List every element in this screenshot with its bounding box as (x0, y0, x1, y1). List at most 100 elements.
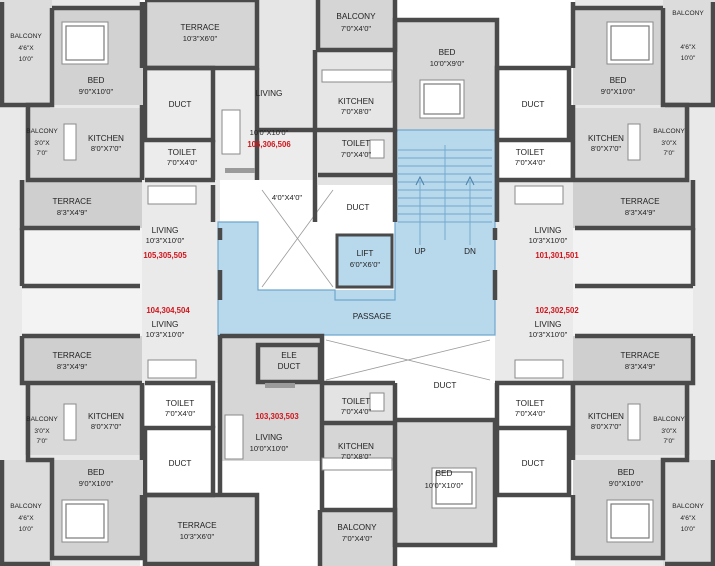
living-bottom-dim: 10'0"X10'0" (250, 444, 289, 453)
balcony-top-center-name: BALCONY (336, 12, 376, 21)
duct-center-name: DUCT (434, 381, 457, 390)
labels-top: TERRACE 10'3"X6'0" BALCONY 7'0"X4'0" BED… (10, 10, 704, 217)
core-outline (217, 129, 496, 381)
balcony-bottom-right-dim2: 10'0" (681, 526, 696, 533)
terrace-r-bottom-name: TERRACE (620, 351, 660, 360)
unit-103-label: 103,303,503 (255, 412, 299, 421)
unit-105-label: 105,305,505 (143, 251, 187, 260)
terrace-l-top-name: TERRACE (52, 197, 92, 206)
bed-bottom-left-dim: 9'0"X10'0" (79, 479, 114, 488)
kitchen-l-bottom-name: KITCHEN (88, 412, 124, 421)
living-l-top-name: LIVING (152, 226, 179, 235)
terrace-bottom-dim: 10'3"X6'0" (180, 532, 215, 541)
kitchen-top-center-name: KITCHEN (338, 97, 374, 106)
passage-label: PASSAGE (353, 312, 392, 321)
bed-bottom-right-dim: 9'0"X10'0" (609, 479, 644, 488)
kitchen-l-top-dim: 8'0"X7'0" (91, 144, 122, 153)
furniture (61, 21, 654, 543)
toilet-tr-name: TOILET (516, 148, 545, 157)
balcony-mr-top-dim2: 7'0" (664, 150, 676, 157)
kitchen-r-top-name: KITCHEN (588, 134, 624, 143)
toilet-bottom-center-name: TOILET (342, 397, 371, 406)
toilet-tl-name: TOILET (168, 148, 197, 157)
terrace-l-bottom-dim: 8'3"X4'9" (57, 362, 88, 371)
balcony-mr-top-name: BALCONY (653, 128, 685, 135)
balcony-top-center-dim: 7'0"X4'0" (341, 24, 372, 33)
lift-name: LIFT (357, 249, 374, 258)
living-r-bottom-name: LIVING (535, 320, 562, 329)
balcony-bottom-left-dim1: 4'6"X (18, 515, 34, 522)
bed-bottom-center-name: BED (436, 469, 453, 478)
bed-bottom-left-name: BED (88, 468, 105, 477)
labels-bottom: TERRACE 8'3"X4'9" TERRACE 8'3"X4'9" ELE … (10, 351, 704, 543)
unit-102-label: 102,302,502 (535, 306, 579, 315)
balcony-ml-bottom-dim2: 7'0" (37, 438, 49, 445)
living-l-top-dim: 10'3"X10'0" (146, 236, 185, 245)
bed-bottom-right-name: BED (618, 468, 635, 477)
living-top-name: LIVING (256, 89, 283, 98)
balcony-top-right-name: BALCONY (672, 10, 704, 17)
balcony-bottom-center-name: BALCONY (337, 523, 377, 532)
balcony-bottom-center-dim: 7'0"X4'0" (342, 534, 373, 543)
kitchen-l-top-name: KITCHEN (88, 134, 124, 143)
balcony-ml-top-dim1: 3'0"X (34, 140, 50, 147)
unit-104-label: 104,304,504 (146, 306, 190, 315)
toilet-bl-dim: 7'0"X4'0" (165, 409, 196, 418)
living-l-bottom-dim: 10'3"X10'0" (146, 330, 185, 339)
toilet-tl-dim: 7'0"X4'0" (167, 158, 198, 167)
balcony-mr-bottom-dim1: 3'0"X (661, 428, 677, 435)
duct-tr-name: DUCT (522, 100, 545, 109)
kitchen-l-bottom-dim: 8'0"X7'0" (91, 422, 122, 431)
balcony-top-right-dim1: 4'6"X (680, 44, 696, 51)
terrace-l-top-dim: 8'3"X4'9" (57, 208, 88, 217)
terrace-l-bottom-name: TERRACE (52, 351, 92, 360)
duct-tl-name: DUCT (169, 100, 192, 109)
labels-middle: LIVING 10'3"X10'0" 105,305,505 LIVING 10… (143, 226, 579, 339)
toilet-top-center-name: TOILET (342, 139, 371, 148)
bed-top-left-dim: 9'0"X10'0" (79, 87, 114, 96)
living-r-bottom-dim: 10'3"X10'0" (529, 330, 568, 339)
balcony-ml-top-name: BALCONY (26, 128, 58, 135)
bed-top-right-dim: 9'0"X10'0" (601, 87, 636, 96)
living-top-dim: 10'0"X10'0" (250, 128, 289, 137)
terrace-r-top-dim: 8'3"X4'9" (625, 208, 656, 217)
balcony-mr-bottom-name: BALCONY (653, 416, 685, 423)
lift-dim: 6'0"X6'0" (350, 260, 381, 269)
kitchen-r-bottom-name: KITCHEN (588, 412, 624, 421)
kitchen-top-center-dim: 7'0"X8'0" (341, 107, 372, 116)
kitchen-bottom-center-name: KITCHEN (338, 442, 374, 451)
kitchen-bottom-center-dim: 7'0"X8'0" (341, 452, 372, 461)
toilet-bl-name: TOILET (166, 399, 195, 408)
balcony-ml-bottom-name: BALCONY (26, 416, 58, 423)
terrace-bottom-name: TERRACE (177, 521, 217, 530)
stair-dn-label: DN (464, 247, 476, 256)
balcony-top-left-dim1: 4'6"X (18, 45, 34, 52)
bed-top-center-name: BED (439, 48, 456, 57)
duct-bl-name: DUCT (169, 459, 192, 468)
unit-101-label: 101,301,501 (535, 251, 579, 260)
toilet-tr-dim: 7'0"X4'0" (515, 158, 546, 167)
balcony-mr-bottom-dim2: 7'0" (664, 438, 676, 445)
terrace-r-top-name: TERRACE (620, 197, 660, 206)
toilet-top-center-dim: 7'0"X4'0" (341, 150, 372, 159)
balcony-mr-top-dim1: 3'0"X (661, 140, 677, 147)
terrace-top-name: TERRACE (180, 23, 220, 32)
balcony-top-left-dim2: 10'0" (19, 56, 34, 63)
toilet-bottom-center-dim: 7'0"X4'0" (341, 407, 372, 416)
bed-bottom-center-dim: 10'0"X10'0" (425, 481, 464, 490)
living-r-top-name: LIVING (535, 226, 562, 235)
balcony-ml-bottom-dim1: 3'0"X (34, 428, 50, 435)
balcony-ml-top-dim2: 7'0" (37, 150, 49, 157)
living-l-bottom-name: LIVING (152, 320, 179, 329)
ele-duct-line1: ELE (281, 351, 297, 360)
toilet-br-dim: 7'0"X4'0" (515, 409, 546, 418)
kitchen-r-top-dim: 8'0"X7'0" (591, 144, 622, 153)
living-bottom-name: LIVING (256, 433, 283, 442)
bed-top-right-name: BED (610, 76, 627, 85)
terrace-r-bottom-dim: 8'3"X4'9" (625, 362, 656, 371)
ele-duct-line2: DUCT (278, 362, 301, 371)
living-r-top-dim: 10'3"X10'0" (529, 236, 568, 245)
unit-106-label: 106,306,506 (247, 140, 291, 149)
